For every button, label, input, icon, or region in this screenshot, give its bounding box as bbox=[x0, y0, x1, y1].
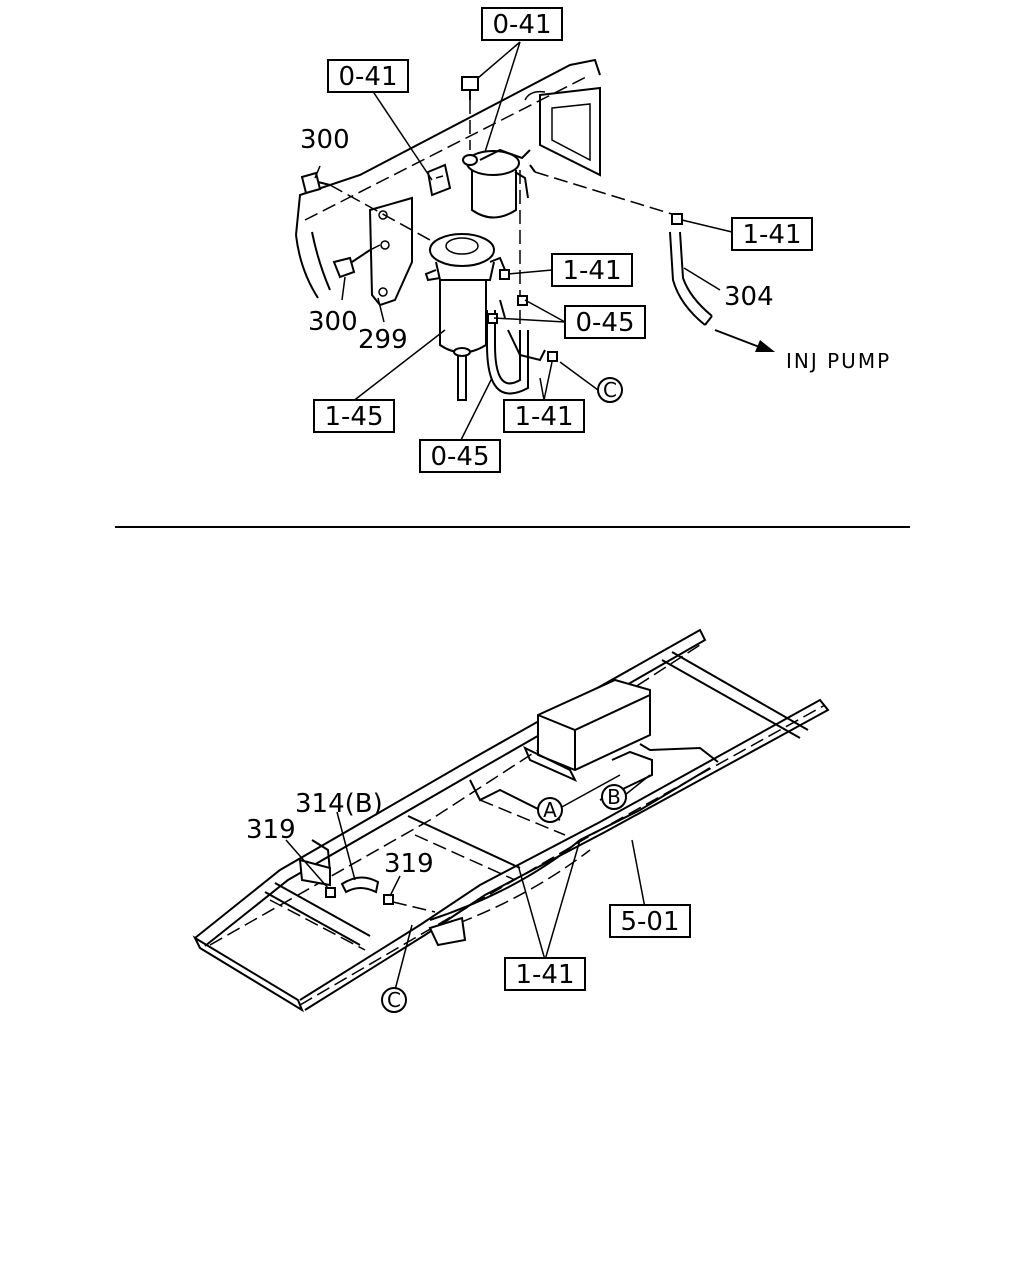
ref-1-45: 1-45 bbox=[324, 402, 383, 432]
part-299: 299 bbox=[358, 325, 408, 355]
part-300-b: 300 bbox=[308, 307, 358, 337]
ref-1-41-mid: 1-41 bbox=[562, 256, 621, 286]
ref-5-01: 5-01 bbox=[620, 907, 679, 937]
part-319-a: 319 bbox=[246, 815, 296, 845]
ref-box-0-41-left bbox=[327, 59, 409, 93]
ref-box-0-41-top bbox=[481, 7, 563, 41]
ref-0-45-low: 0-45 bbox=[430, 442, 489, 472]
ref-box-5-01 bbox=[609, 904, 691, 938]
ref-box-1-41-low bbox=[503, 399, 585, 433]
ref-box-0-45-right bbox=[564, 305, 646, 339]
callout-c-top-label: C bbox=[603, 378, 617, 402]
ref-box-1-41-bottom bbox=[504, 957, 586, 991]
ref-0-45-right: 0-45 bbox=[575, 308, 634, 338]
callout-b bbox=[601, 784, 627, 810]
callout-b-label: B bbox=[607, 785, 621, 809]
ref-box-1-41-mid bbox=[551, 253, 633, 287]
inj-pump-label: INJ PUMP bbox=[786, 349, 891, 373]
part-319-b: 319 bbox=[384, 849, 434, 879]
ref-0-41-top: 0-41 bbox=[492, 10, 551, 40]
ref-box-0-45-low bbox=[419, 439, 501, 473]
ref-box-1-41-right bbox=[731, 217, 813, 251]
fuel-filter-assembly: 0-41 0-41 1-41 1-41 0-45 1-45 1-41 0-45 … bbox=[295, 7, 891, 473]
ref-1-41-right: 1-41 bbox=[742, 220, 801, 250]
callout-a bbox=[537, 797, 563, 823]
callout-c-bottom bbox=[381, 987, 407, 1013]
callout-c-bottom-label: C bbox=[387, 988, 401, 1012]
ref-1-41-bottom: 1-41 bbox=[515, 960, 574, 990]
chassis-frame-assembly: 5-01 1-41 314(B) 319 319 A B C bbox=[192, 628, 830, 1013]
ref-1-41-low: 1-41 bbox=[514, 402, 573, 432]
ref-0-41-left: 0-41 bbox=[338, 62, 397, 92]
part-314b: 314(B) bbox=[295, 789, 383, 819]
part-304: 304 bbox=[724, 282, 774, 312]
ref-box-1-45 bbox=[313, 399, 395, 433]
callout-c-top bbox=[597, 377, 623, 403]
part-300-a: 300 bbox=[300, 125, 350, 155]
callout-a-label: A bbox=[543, 798, 557, 822]
